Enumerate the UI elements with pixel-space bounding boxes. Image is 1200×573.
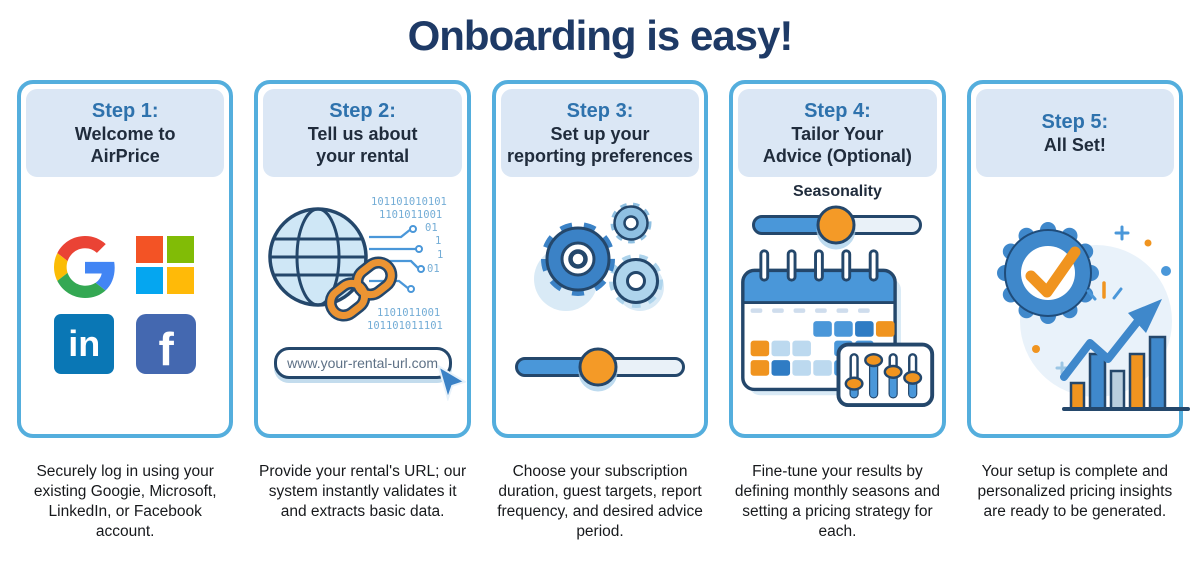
microsoft-square-yellow (167, 267, 195, 295)
microsoft-square-green (167, 236, 195, 264)
step-5-header: Step 5: All Set! (975, 89, 1175, 178)
step-2-caption: Provide your rental's URL; our system in… (259, 463, 467, 520)
step-2-column: Step 2: Tell us about your rental (254, 80, 471, 541)
step-1-caption: Securely log in using your existing Goog… (33, 463, 217, 540)
step-4-label: Step 4: (804, 99, 871, 122)
success-growth-icon (996, 222, 1190, 412)
svg-text:1: 1 (435, 235, 441, 247)
step-4-title: Tailor Your Advice (Optional) (762, 123, 912, 166)
step-2-header: Step 2: Tell us about your rental (263, 89, 462, 178)
step-5-illustration (976, 181, 1190, 429)
calendar-rings (759, 249, 879, 282)
facebook-letter: f (158, 323, 174, 376)
microsoft-square-blue (136, 267, 164, 295)
preferences-slider (515, 347, 686, 387)
step-3-illustration (501, 181, 699, 429)
faders-panel-icon (836, 342, 935, 408)
slider-knob (816, 205, 856, 245)
steps-row: Step 1: Welcome to AirPrice (0, 80, 1200, 541)
step-1-label: Step 1: (91, 99, 159, 122)
check-badge-icon (996, 222, 1099, 325)
step-3-label: Step 3: (566, 99, 634, 122)
onboarding-infographic: Onboarding is easy! Step 1: Welcome to A… (0, 12, 1200, 542)
step-5-column: Step 5: All Set! (966, 80, 1190, 541)
facebook-icon: f (136, 314, 197, 376)
step-2-label: Step 2: (329, 99, 396, 122)
linkedin-letters: in (68, 323, 101, 365)
cursor-icon (436, 365, 466, 402)
step-1-illustration: in f (26, 181, 224, 429)
step-3-caption: Choose your subscription duration, guest… (497, 463, 703, 540)
calendar-dashes (750, 308, 870, 314)
svg-text:01: 01 (425, 222, 438, 234)
gears-icon (534, 202, 665, 312)
svg-text:1: 1 (437, 249, 443, 261)
step-3-column: Step 3: Set up your reporting preference… (491, 80, 709, 541)
sparkles (1031, 225, 1171, 375)
svg-text:01: 01 (427, 263, 440, 275)
microsoft-icon (136, 236, 195, 295)
rental-url-field: www.your-rental-url.com (273, 347, 452, 380)
step-4-header: Step 4: Tailor Your Advice (Optional) (738, 89, 937, 178)
step-2-card: Step 2: Tell us about your rental (254, 80, 471, 439)
step-5-caption: Your setup is complete and personalized … (977, 463, 1173, 520)
google-icon (54, 236, 115, 299)
step-4-caption: Fine-tune your results by defining month… (734, 463, 940, 540)
circuit-nodes (406, 225, 425, 294)
step-3-header: Step 3: Set up your reporting preference… (500, 89, 700, 178)
step-2-illustration: 101101010101 1101011001 01 1 1 01 110101… (263, 181, 466, 429)
linkedin-icon: in (54, 314, 115, 375)
link-icon (324, 256, 397, 322)
step-4-column: Step 4: Tailor Your Advice (Optional) Se… (729, 80, 946, 541)
step-2-title: Tell us about your rental (307, 123, 418, 166)
seasonality-label: Seasonality (792, 183, 882, 201)
step-1-card: Step 1: Welcome to AirPrice (17, 80, 234, 439)
globe-link-icon: 101101010101 1101011001 01 1 1 01 110101… (267, 196, 447, 332)
step-1-title: Welcome to AirPrice (74, 123, 176, 166)
step-4-card: Step 4: Tailor Your Advice (Optional) Se… (729, 80, 946, 439)
gear-large (541, 222, 616, 297)
svg-text:101101010101: 101101010101 (371, 196, 447, 208)
binary-code-text: 101101010101 1101011001 01 1 1 01 110101… (367, 196, 447, 332)
step-5-label: Step 5: (1041, 110, 1109, 133)
slider-knob (578, 347, 618, 387)
page-title: Onboarding is easy! (407, 12, 794, 59)
svg-text:1101011001: 1101011001 (377, 307, 440, 319)
microsoft-square-red (136, 236, 164, 264)
trend-arrow-icon (1059, 299, 1162, 382)
gear-small (610, 202, 652, 244)
step-3-card: Step 3: Set up your reporting preference… (491, 80, 709, 439)
step-4-illustration: Seasonality (738, 181, 936, 429)
step-3-title: Set up your reporting preferences (506, 123, 694, 166)
step-5-card: Step 5: All Set! (966, 80, 1190, 439)
svg-text:1101011001: 1101011001 (379, 209, 442, 221)
step-1-header: Step 1: Welcome to AirPrice (26, 89, 225, 178)
calendar-icon (741, 249, 935, 408)
step-1-column: Step 1: Welcome to AirPrice (17, 80, 234, 541)
url-field-row: www.your-rental-url.com (273, 347, 466, 402)
step-5-title: All Set! (1043, 134, 1106, 155)
seasonality-slider (752, 205, 923, 245)
svg-text:101101011101: 101101011101 (367, 320, 443, 332)
bar-chart-icon (1061, 336, 1190, 412)
gear-medium (609, 254, 664, 309)
login-provider-logos: in f (26, 181, 224, 429)
